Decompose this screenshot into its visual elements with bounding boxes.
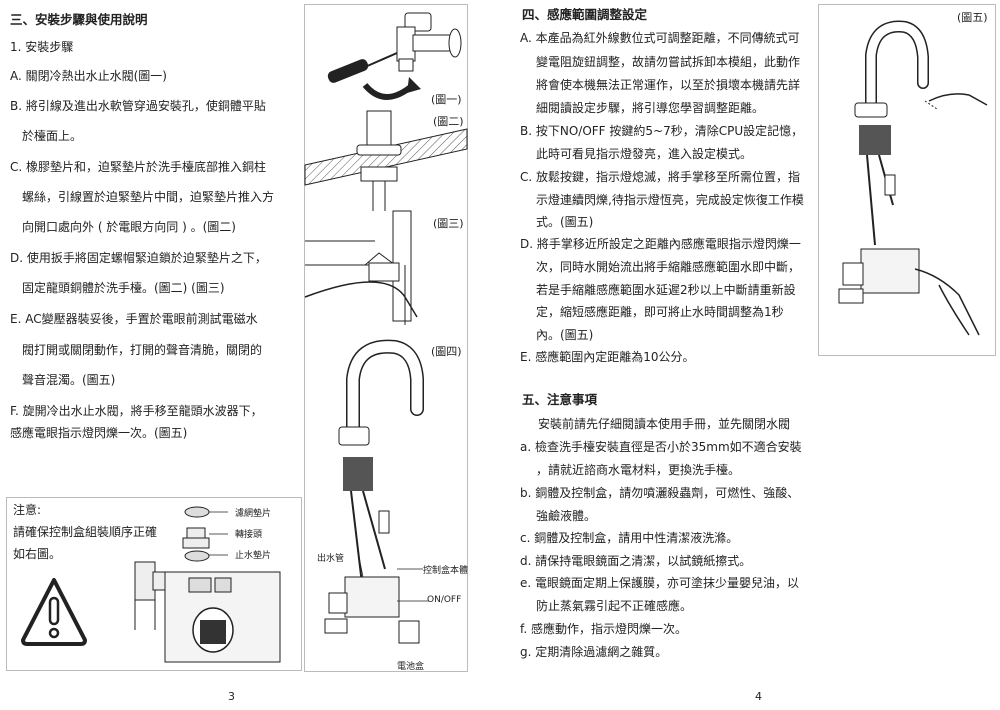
step-e-line1: E. AC變壓器裝妥後，手置於電眼前測試電磁水 — [10, 312, 258, 326]
r-step-b-line2: 此時可看見指示燈發亮，進入設定模式。 — [536, 147, 753, 161]
precaution-e-line1: e. 電眼鏡面定期上保護膜，亦可塗抹少量嬰兒油，以 — [520, 576, 800, 590]
precaution-b-line1: b. 銅體及控制盒，請勿噴灑殺蟲劑，可燃性、強酸、 — [520, 486, 800, 500]
step-c-line3: 向開口處向外 ( 於電眼方向同 ) 。(圖二) — [22, 220, 236, 234]
page-number-left: 3 — [228, 690, 235, 703]
r-step-a-line3: 將會使本機無法正常運作，以至於損壞本機請先詳 — [536, 78, 801, 92]
r-step-d-line1: D. 將手掌移近所設定之距離內感應電眼指示燈閃爍一 — [520, 237, 801, 251]
r-step-d-line4: 定，縮短感應距離，即可將止水時間調整為1秒 — [536, 305, 784, 319]
step-c-line1: C. 橡膠墊片和，迫緊墊片於洗手檯底部推入銅柱 — [10, 160, 267, 174]
page-number-right: 4 — [755, 690, 762, 703]
part-adapter-label: 轉接頭 — [235, 530, 263, 540]
precaution-g: g. 定期清除過濾網之雜質。 — [520, 645, 668, 659]
step-b-line2: 於檯面上。 — [22, 129, 83, 143]
precaution-a-line1: a. 檢查洗手檯安裝直徑是否小於35mm如不適合安裝 — [520, 440, 802, 454]
outlet-pipe-label: 出水管 — [317, 554, 345, 564]
precaution-c: c. 銅體及控制盒，請用中性清潔液洗滌。 — [520, 531, 739, 545]
figure-3-label: (圖三) — [433, 217, 464, 230]
figure-1-label: (圖一) — [431, 93, 462, 106]
step-e-line2: 閥打開或關閉動作，打開的聲音清脆，關閉的 — [22, 343, 263, 357]
section-4-heading: 四、感應範圍調整設定 — [522, 7, 648, 22]
figure-5-box: (圖五) — [818, 4, 996, 356]
battery-box-label: 電池盒 — [397, 662, 425, 672]
precaution-a-line2: ，請就近諮商水電材料，更換洗手檯。 — [536, 463, 741, 477]
r-step-a-line2: 變電阻旋鈕調整，故請勿嘗試拆卸本模組，此動作 — [536, 55, 801, 69]
precaution-b-line2: 強鹼液體。 — [536, 509, 597, 523]
step-f-line2: 感應電眼指示燈閃爍一次。(圖五) — [10, 426, 188, 440]
figure-column: (圖一) (圖二) (圖三) — [304, 4, 468, 672]
r-step-d-line5: 內。(圖五) — [536, 328, 594, 342]
r-step-c-line1: C. 放鬆按鍵，指示燈熄滅，將手掌移至所需位置，指 — [520, 170, 801, 184]
precaution-intro: 安裝前請先仔細閱讀本使用手冊，並先關閉水閥 — [538, 417, 791, 431]
note-line2: 如右圖。 — [13, 547, 62, 561]
figure-1-valve-drawing — [327, 12, 462, 100]
note-line1: 請確保控制盒組裝順序正確 — [13, 525, 158, 539]
r-step-c-line2: 示燈連續閃爍,待指示燈恆亮，完成設定恢復工作模 — [536, 193, 804, 207]
part-filter-gasket-label: 濾網墊片 — [235, 509, 272, 519]
install-steps-title: 1. 安裝步驟 — [10, 40, 74, 54]
precaution-d: d. 請保持電眼鏡面之清潔，以試鏡紙擦式。 — [520, 554, 752, 568]
note-box: 注意: 請確保控制盒組裝順序正確 如右圖。 濾網墊片 — [6, 497, 302, 671]
figure-4-faucet-drawing — [324, 339, 429, 644]
r-step-c-line3: 式。(圖五) — [536, 215, 594, 229]
r-step-a-line4: 細閱讀設定步驟，將引導您學習調整距離。 — [536, 101, 765, 115]
note-title: 注意: — [13, 503, 42, 517]
section-5-heading: 五、注意事項 — [522, 392, 598, 407]
step-e-line3: 聲音混濁。(圖五) — [22, 373, 116, 387]
r-step-b-line1: B. 按下NO/OFF 按鍵約5~7秒，清除CPU設定記憶， — [520, 124, 804, 138]
step-d-line1: D. 使用扳手將固定螺帽緊迫鎖於迫緊墊片之下， — [10, 251, 267, 265]
part-seal-gasket-label: 止水墊片 — [235, 551, 272, 561]
step-b-line1: B. 將引線及進出水軟管穿過安裝孔，使銅體平貼 — [10, 99, 266, 113]
control-box-exploded-drawing — [134, 506, 281, 663]
control-box-label: 控制盒本體 — [423, 566, 469, 576]
r-step-a-line1: A. 本產品為紅外線數位式可調整距離，不同傳統式可 — [520, 31, 800, 45]
r-step-d-line3: 若是手縮離感應範圍水延遲2秒以上中斷請重新設 — [536, 283, 796, 297]
step-f-line1: F. 旋開冷出水止水閥，將手移至龍頭水波器下， — [10, 404, 263, 418]
r-step-d-line2: 次，同時水開始流出將手縮離感應範圍水即中斷， — [536, 260, 801, 274]
figure-4-label: (圖四) — [431, 345, 462, 358]
precaution-f: f. 感應動作，指示燈閃爍一次。 — [520, 622, 687, 636]
figure-3-mount-drawing — [304, 210, 418, 325]
precaution-e-line2: 防止蒸氣霧引起不正確感應。 — [536, 599, 693, 613]
figure-2-label: (圖二) — [433, 115, 464, 128]
step-a: A. 關閉冷熱出水止水閥(圖一) — [10, 69, 167, 83]
figure-5-label: (圖五) — [957, 11, 988, 24]
step-d-line2: 固定龍頭銅體於洗手檯。(圖二) (圖三) — [22, 281, 225, 295]
warning-triangle-icon — [21, 578, 87, 646]
step-c-line2: 螺絲，引線置於迫緊墊片中間，迫緊墊片推入方 — [22, 190, 275, 204]
section-3-heading: 三、安裝步驟與使用說明 — [10, 12, 148, 27]
on-off-label: ON/OFF — [427, 595, 462, 605]
figure-2-countertop-drawing — [304, 110, 468, 211]
figure-5-faucet-hand-drawing — [838, 20, 988, 336]
r-step-e: E. 感應範圍內定距離為10公分。 — [520, 350, 695, 364]
